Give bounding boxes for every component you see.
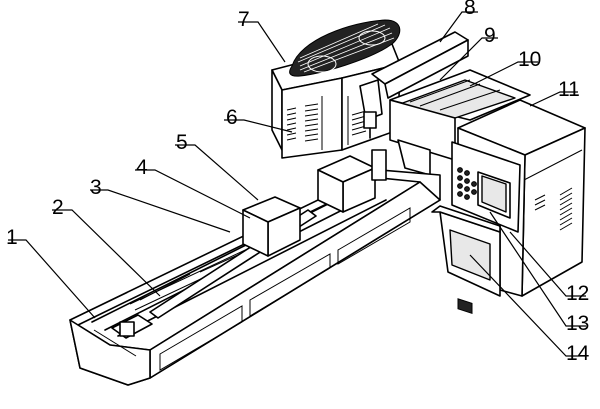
callout-1: 1 [6, 226, 18, 249]
callout-3: 3 [90, 176, 102, 199]
leader-lines [8, 11, 586, 357]
machine-bed [69, 149, 441, 386]
callout-2: 2 [52, 196, 64, 219]
callout-6: 6 [226, 106, 238, 129]
callout-12: 12 [566, 282, 589, 305]
callout-14: 14 [566, 342, 590, 365]
gantry-arm [359, 31, 531, 176]
callout-10: 10 [518, 48, 541, 71]
callout-9: 9 [484, 24, 496, 47]
cabinet-unit [271, 19, 401, 159]
callout-4: 4 [136, 156, 148, 179]
callout-13: 13 [566, 312, 589, 335]
callout-labels: 1 2 3 4 5 6 7 8 9 10 11 12 13 14 [6, 0, 590, 365]
control-panel [457, 167, 511, 315]
callout-7: 7 [238, 8, 250, 31]
callout-11: 11 [558, 78, 580, 101]
callout-8: 8 [464, 0, 476, 19]
top-fan-grille [289, 19, 401, 77]
callout-5: 5 [176, 131, 188, 154]
